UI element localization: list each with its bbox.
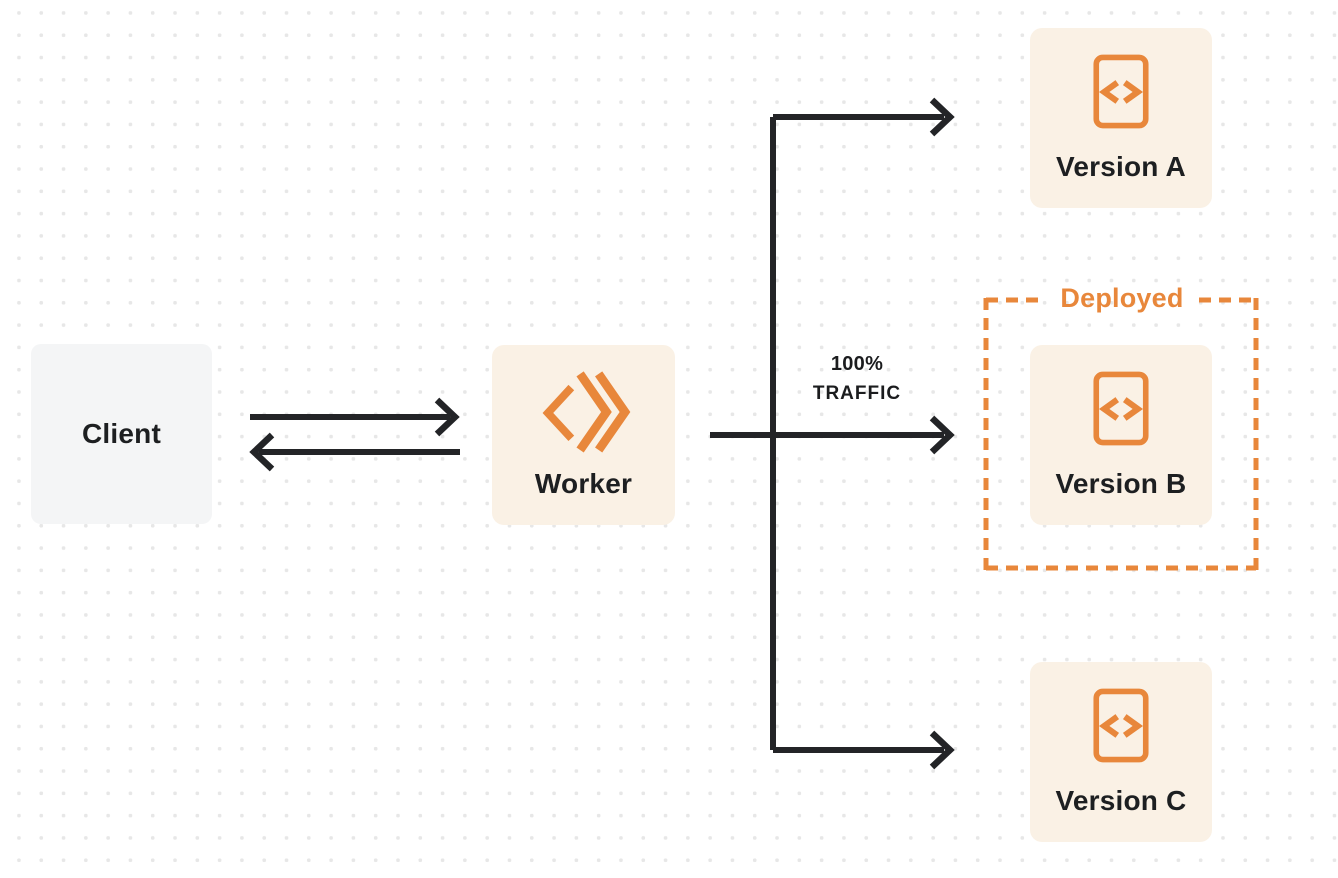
code-icon: [1093, 688, 1149, 763]
deployed-label: Deployed: [1060, 283, 1184, 313]
version-b-label: Version B: [1055, 467, 1187, 499]
node-version-a: Version A: [1030, 28, 1212, 208]
worker-label: Worker: [534, 468, 633, 499]
workers-logo-icon: [540, 370, 630, 453]
client-label: Client: [82, 418, 161, 449]
node-client: Client: [31, 344, 212, 524]
node-worker: Worker: [492, 345, 675, 525]
code-icon: [1093, 54, 1149, 129]
traffic-word: TRAFFIC: [812, 383, 902, 404]
node-version-c: Version C: [1030, 662, 1212, 842]
version-c-label: Version C: [1055, 784, 1187, 816]
traffic-percent: 100%: [830, 353, 884, 375]
node-version-b: Version B: [1030, 345, 1212, 525]
version-a-label: Version A: [1056, 150, 1186, 182]
traffic-annotation: 100% TRAFFIC: [789, 349, 925, 409]
code-icon: [1093, 371, 1149, 446]
